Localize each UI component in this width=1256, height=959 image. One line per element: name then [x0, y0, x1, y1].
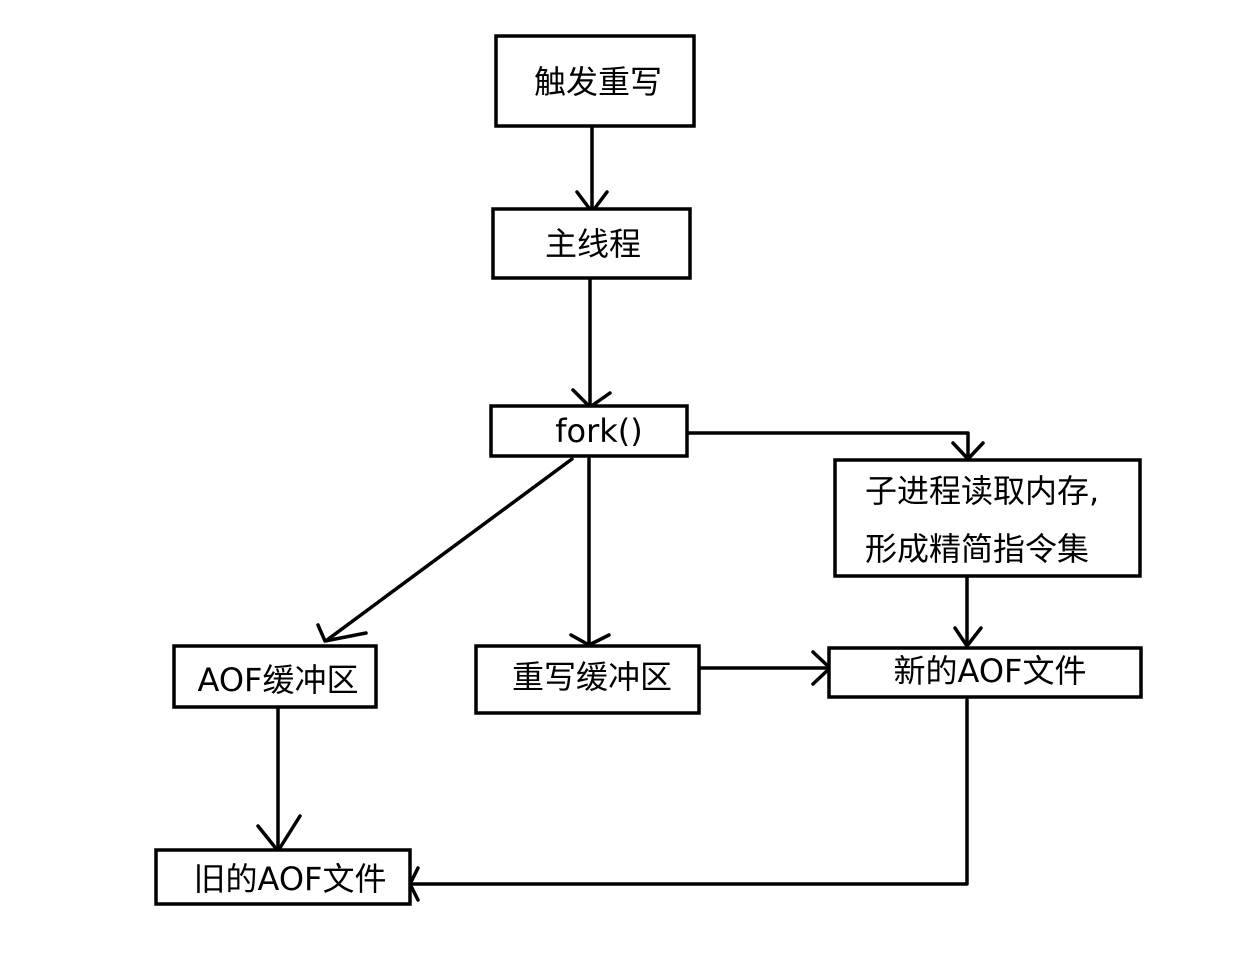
node-aof-buffer-label: AOF缓冲区 — [198, 661, 359, 699]
node-trigger-rewrite-label: 触发重写 — [534, 63, 662, 101]
arrowhead-icon — [953, 626, 983, 648]
edge-trigger-to-main-thread — [575, 126, 609, 214]
edge-fork-to-aof-buffer — [316, 457, 574, 643]
node-old-aof-file-label: 旧的AOF文件 — [194, 860, 387, 898]
node-main-thread: 主线程 — [491, 207, 692, 280]
edge-new-aof-to-old-aof — [408, 698, 969, 902]
node-child-process: 子进程读取内存, 形成精简指令集 — [833, 458, 1142, 578]
node-aof-buffer: AOF缓冲区 — [172, 644, 378, 709]
edge-aof-buffer-to-old-aof — [256, 706, 302, 853]
node-rewrite-buffer-label: 重写缓冲区 — [512, 658, 672, 696]
node-rewrite-buffer: 重写缓冲区 — [474, 644, 701, 715]
node-new-aof-file-label: 新的AOF文件 — [894, 652, 1087, 690]
arrowhead-icon — [316, 623, 368, 643]
edge-rewrite-buffer-to-new-aof — [698, 650, 832, 686]
node-fork-label: fork() — [555, 412, 643, 450]
node-main-thread-label: 主线程 — [545, 225, 641, 263]
node-trigger-rewrite: 触发重写 — [494, 34, 696, 128]
edge-main-thread-to-fork — [571, 278, 612, 409]
node-child-process-label-line2: 形成精简指令集 — [865, 530, 1089, 568]
edge-fork-to-rewrite-buffer — [569, 457, 611, 647]
edge-fork-to-child-process — [686, 431, 985, 461]
edge-child-process-to-new-aof — [953, 576, 983, 648]
node-child-process-label-line1: 子进程读取内存, — [865, 472, 1099, 510]
node-fork: fork() — [489, 404, 689, 458]
node-new-aof-file: 新的AOF文件 — [827, 646, 1143, 699]
node-old-aof-file: 旧的AOF文件 — [154, 848, 412, 906]
